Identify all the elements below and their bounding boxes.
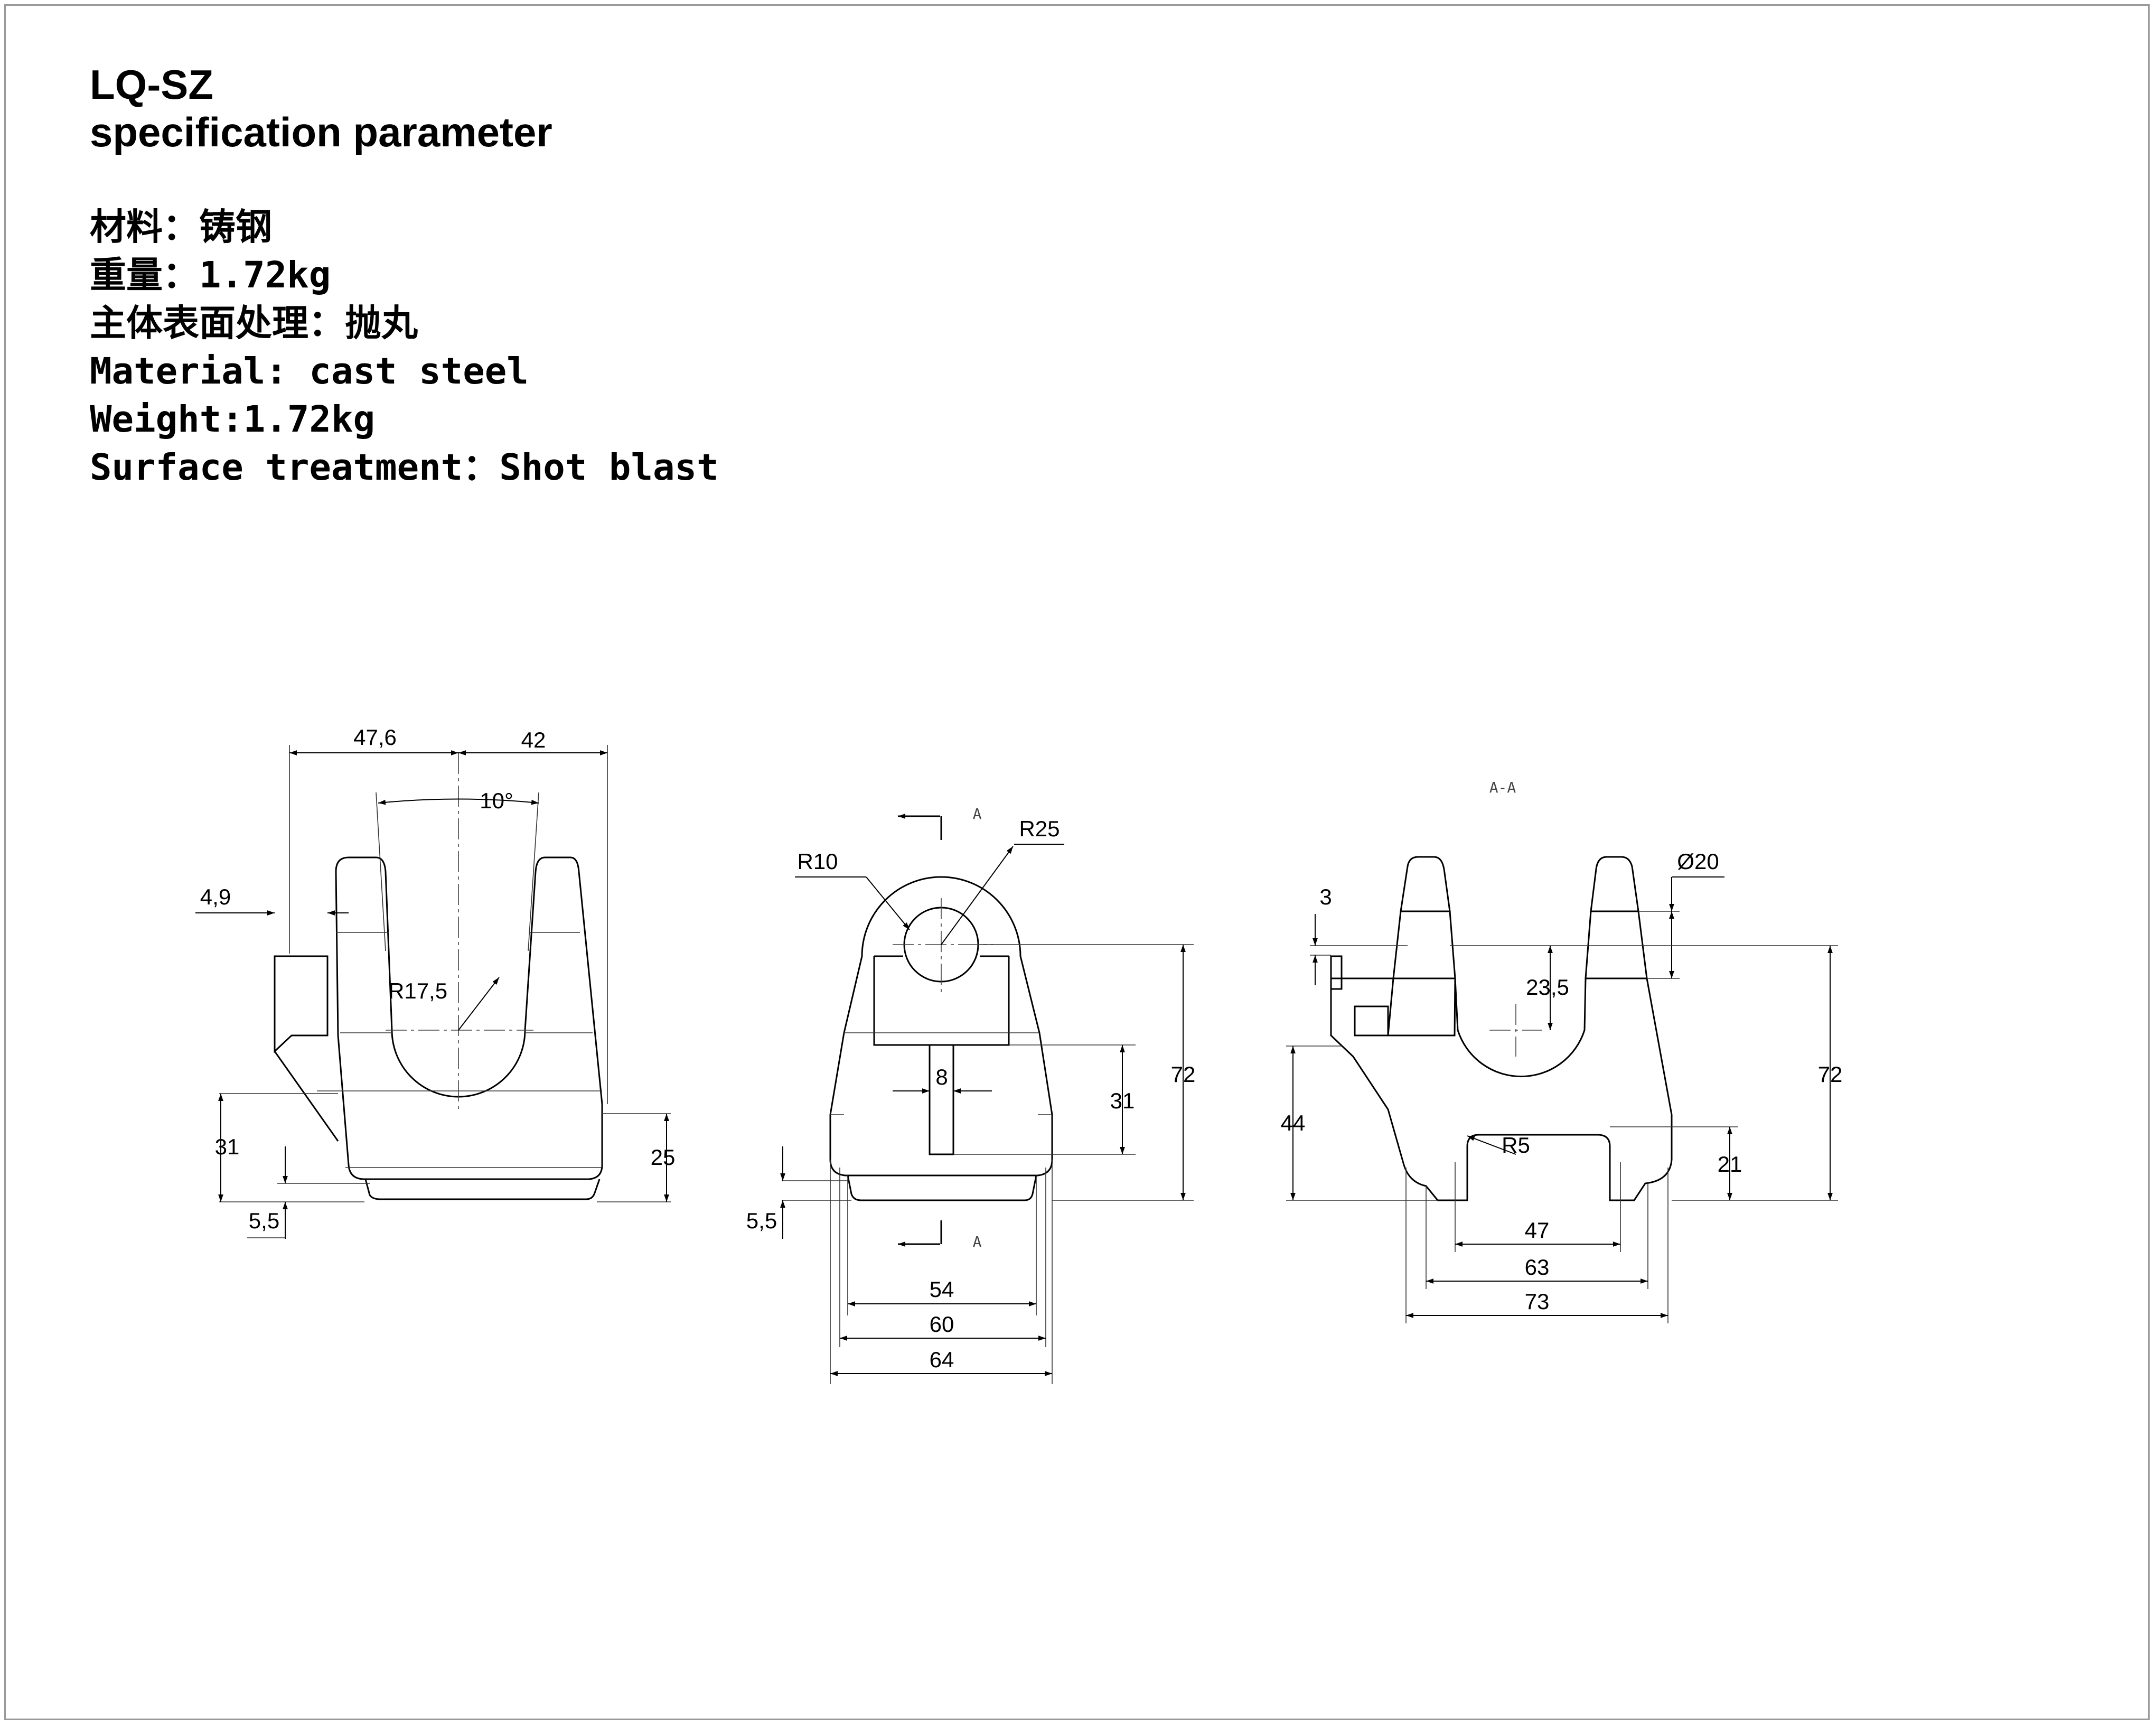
section-dim-21: 21 [1718, 1152, 1742, 1177]
section-dim-3: 3 [1319, 884, 1332, 909]
front-view-bracket [274, 955, 329, 1053]
spec-material-en: Material: cast steel [90, 350, 529, 393]
section-dim-73: 73 [1525, 1289, 1550, 1314]
spec-surface-en: Surface treatment：Shot blast [90, 446, 719, 489]
spec-weight-en: Weight:1.72kg [90, 398, 376, 441]
side-view-block [873, 956, 1010, 1046]
spec-weight-cn: 重量：1.72kg [90, 254, 331, 296]
section-dim-72: 72 [1818, 1062, 1843, 1087]
drawing-sheet [4, 4, 2150, 1720]
section-dim-44: 44 [1281, 1110, 1306, 1135]
side-dim-5-5: 5,5 [746, 1208, 777, 1233]
side-view-slot [929, 1045, 954, 1155]
side-section-mark-bottom: A [973, 1233, 982, 1250]
front-dim-5-5: 5,5 [249, 1208, 279, 1233]
spec-surface-cn: 主体表面处理：抛丸 [90, 302, 418, 344]
section-pin-bore-right [1585, 910, 1648, 979]
section-view: A-A Ø20 3 23,5 72 [1281, 779, 1843, 1323]
front-view-bracket-edge [274, 1051, 339, 1142]
side-dim-60: 60 [930, 1312, 954, 1337]
side-view-base [847, 1175, 1037, 1201]
header-block: LQ-SZ specification parameter 材料：铸钢 重量：1… [90, 61, 719, 492]
front-dim-47-6: 47,6 [353, 725, 397, 750]
side-view-outline [829, 876, 1053, 1177]
section-inner-slot [1354, 1005, 1389, 1037]
front-view-base [364, 1179, 601, 1200]
front-dim-r17-5: R17,5 [388, 978, 447, 1003]
front-view: 47,6 42 10° 4,9 R17,5 31 5,5 25 [195, 725, 675, 1239]
side-dim-r10: R10 [797, 849, 838, 874]
front-dim-31: 31 [215, 1134, 240, 1159]
section-dim-63: 63 [1525, 1255, 1550, 1280]
section-dim-23-5: 23,5 [1526, 975, 1569, 1000]
section-pin-bore-left [1392, 910, 1456, 979]
front-dim-angle: 10° [480, 788, 513, 813]
section-dim-dia-20: Ø20 [1677, 849, 1719, 874]
model-title: LQ-SZ [90, 61, 213, 108]
side-dim-72: 72 [1171, 1062, 1196, 1087]
spec-material-cn: 材料：铸钢 [90, 206, 272, 248]
spec-list: 材料：铸钢 重量：1.72kg 主体表面处理：抛丸 Material: cast… [90, 203, 719, 492]
section-dim-47: 47 [1525, 1218, 1550, 1243]
side-section-mark-top: A [973, 805, 982, 823]
section-dim-r5: R5 [1502, 1133, 1530, 1157]
section-tine-tip-left [1400, 856, 1451, 912]
side-dim-8: 8 [935, 1065, 948, 1089]
side-dim-54: 54 [930, 1277, 954, 1302]
side-view: A A R10 R25 8 31 72 5,5 [746, 805, 1196, 1384]
side-dim-64: 64 [930, 1347, 954, 1372]
section-label: A-A [1489, 779, 1516, 796]
side-dim-31: 31 [1110, 1088, 1135, 1113]
front-view-outline [335, 856, 603, 1180]
side-dim-r25: R25 [1019, 816, 1060, 841]
front-dim-42: 42 [521, 727, 546, 752]
spec-heading: specification parameter [90, 109, 552, 155]
front-dim-25: 25 [651, 1145, 676, 1170]
section-tine-tip-right [1590, 856, 1639, 912]
section-bracket-slot [1330, 955, 1343, 990]
front-dim-4-9: 4,9 [200, 884, 231, 909]
